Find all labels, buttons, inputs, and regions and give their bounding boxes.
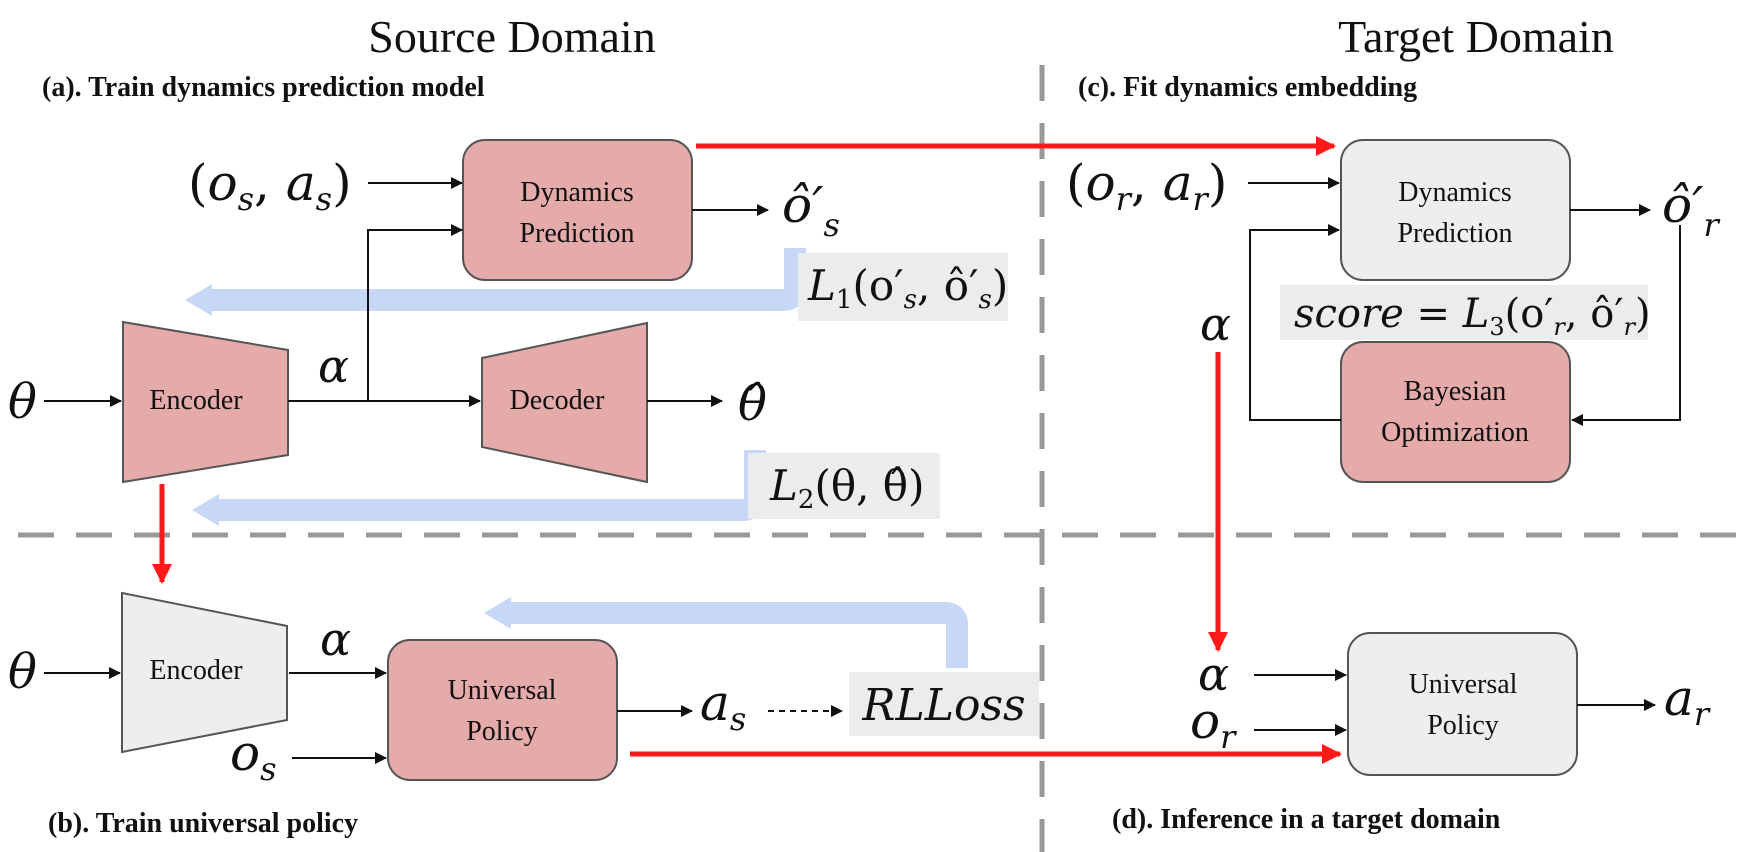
alpha-d: α: [1198, 647, 1229, 701]
output-ohat-r: ô′r: [1662, 176, 1720, 244]
decoder: [481, 321, 648, 484]
loss-l2-box: [748, 453, 940, 519]
policy-source-line2: Policy: [466, 716, 538, 747]
encoder-a-label: Encoder: [149, 385, 243, 416]
loss-l2-arrowhead: [192, 494, 219, 526]
encoder-b-label: Encoder: [149, 655, 243, 686]
encoder-source-a: [122, 320, 289, 484]
arrow-bo-to-dynamics: [1249, 224, 1341, 421]
input-o-s: os: [230, 724, 277, 788]
score-label: score = L3(o′r, ô′r): [1294, 291, 1651, 341]
rl-loss-flow: [504, 602, 968, 668]
output-a-r: ar: [1664, 669, 1711, 733]
loss-l2-flow: [212, 450, 766, 521]
section-a-label: (a). Train dynamics prediction model: [42, 72, 485, 103]
output-a-s: as: [700, 674, 746, 738]
output-ohat-s: ô′s: [782, 176, 840, 244]
loss-l2-label: L2(θ, θ̂): [769, 461, 924, 515]
input-theta-a: θ: [8, 374, 37, 430]
loss-l1-box: [798, 253, 1008, 321]
rl-loss-arrowhead: [484, 597, 511, 629]
dynamics-target-line1: Dynamics: [1398, 177, 1512, 208]
input-os-as: (os, as): [188, 154, 352, 218]
bo-line2: Optimization: [1381, 417, 1529, 448]
arrow-ohat-r-to-bo: [1571, 225, 1681, 426]
universal-policy-target: [1347, 632, 1578, 776]
score-box: [1280, 285, 1648, 340]
bayesian-optimization: [1340, 341, 1571, 483]
input-o-r: or: [1190, 692, 1237, 756]
alpha-b: α: [320, 612, 351, 666]
dynamics-source-line1: Dynamics: [520, 177, 634, 208]
rl-loss-box: [849, 672, 1039, 736]
encoder-source-b: [121, 591, 288, 754]
arrow-alpha-to-dynamics: [367, 224, 463, 401]
input-or-ar: (or, ar): [1066, 154, 1227, 218]
dynamics-source-line2: Prediction: [519, 218, 634, 249]
policy-source-line1: Universal: [448, 675, 557, 706]
alpha-a: α: [318, 339, 349, 393]
dynamics-prediction-source: [462, 139, 693, 281]
input-theta-b: θ: [8, 644, 37, 700]
dynamics-target-line2: Prediction: [1397, 218, 1512, 249]
loss-l1-arrowhead: [185, 284, 212, 316]
policy-target-line2: Policy: [1427, 710, 1499, 741]
loss-l1-label: L1(o′s, ô′s): [807, 261, 1008, 315]
alpha-c: α: [1200, 297, 1231, 351]
source-domain-title: Source Domain: [368, 11, 655, 62]
bo-line1: Bayesian: [1404, 376, 1507, 407]
loss-l1-flow: [205, 248, 806, 311]
section-c-label: (c). Fit dynamics embedding: [1078, 72, 1417, 103]
target-domain-title: Target Domain: [1338, 11, 1614, 62]
dynamics-prediction-target: [1340, 139, 1571, 281]
policy-target-line1: Universal: [1409, 669, 1518, 700]
rl-loss-label: RLLoss: [861, 680, 1025, 731]
universal-policy-source: [387, 639, 618, 781]
section-d-label: (d). Inference in a target domain: [1112, 804, 1501, 835]
decoder-label: Decoder: [510, 385, 606, 416]
output-theta-hat: θ̂: [738, 376, 767, 432]
section-b-label: (b). Train universal policy: [48, 808, 358, 839]
